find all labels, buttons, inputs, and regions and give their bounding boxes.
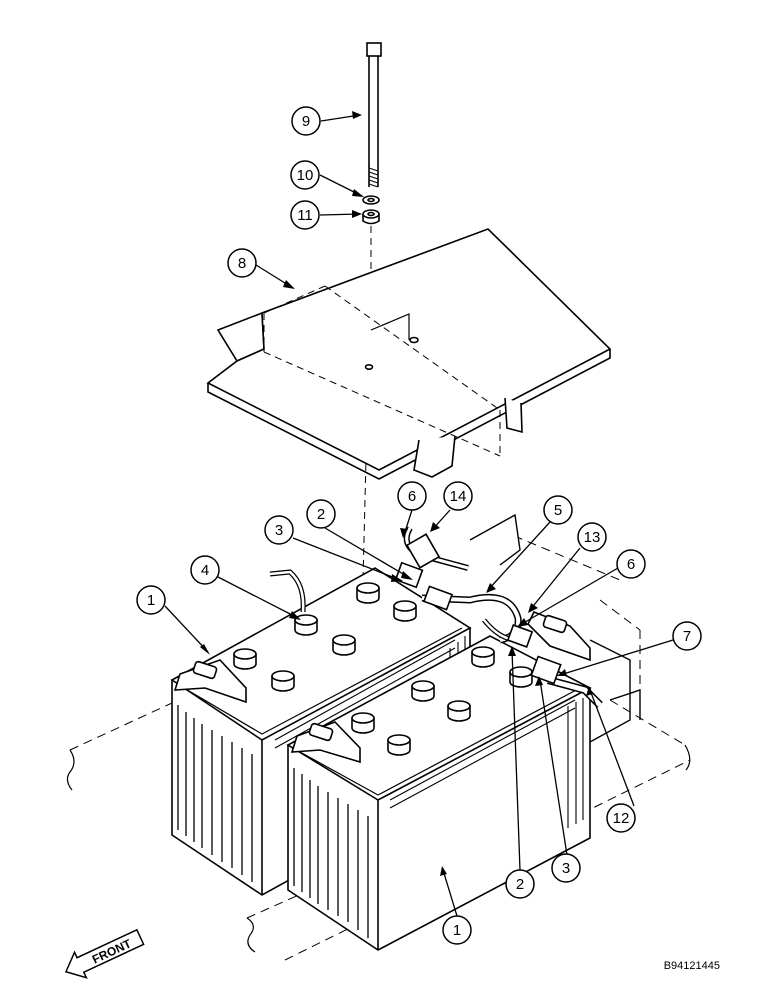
callout-number: 1 <box>453 922 461 939</box>
callout-number: 3 <box>562 860 570 877</box>
callout-number: 8 <box>238 255 246 272</box>
callout-circle <box>443 481 473 511</box>
callout-circle <box>290 200 320 230</box>
front-arrow: FRONT <box>64 928 145 979</box>
tray-edge-squiggles <box>66 744 691 953</box>
callout-number: 10 <box>297 167 314 184</box>
callout-circle <box>190 555 220 585</box>
battery-cables <box>394 526 603 708</box>
callouts <box>136 106 702 945</box>
callout-circle <box>505 869 535 899</box>
callout-circle <box>551 853 581 883</box>
callout-number: 4 <box>201 562 209 579</box>
callout-circle <box>291 106 321 136</box>
callout-number: 12 <box>613 810 630 827</box>
callout-circle <box>672 621 702 651</box>
callout-circle <box>227 248 257 278</box>
leader-arrowheads <box>200 111 593 876</box>
hold-down-plate <box>206 228 612 480</box>
callout-number: 6 <box>627 556 635 573</box>
callout-number: 2 <box>516 876 524 893</box>
callout-circle <box>606 803 636 833</box>
callout-circle <box>577 522 607 552</box>
callout-number: 7 <box>683 628 691 645</box>
callout-circle <box>136 585 166 615</box>
callout-number: 1 <box>147 592 155 609</box>
callout-number: 9 <box>302 113 310 130</box>
callout-circle <box>397 481 427 511</box>
callout-circle <box>290 160 320 190</box>
battery-base-block <box>469 513 641 743</box>
battery-right-caps <box>351 646 533 756</box>
battery-right <box>286 610 592 951</box>
callout-number: 5 <box>554 502 562 519</box>
front-arrow-icon <box>64 928 145 979</box>
callout-number: 3 <box>275 522 283 539</box>
callout-circle <box>442 915 472 945</box>
callout-circle <box>264 515 294 545</box>
callout-circle <box>616 549 646 579</box>
drawing-reference-code: B94121445 <box>663 960 720 972</box>
callout-circle <box>543 495 573 525</box>
callout-numbers: 9 10 11 8 6 14 2 5 3 13 4 6 1 7 12 2 3 1 <box>147 113 691 939</box>
callout-number: 13 <box>584 529 601 546</box>
callout-number: 14 <box>450 488 467 505</box>
bolt-assembly <box>362 42 382 225</box>
callout-number: 11 <box>297 207 313 224</box>
callout-number: 6 <box>408 488 416 505</box>
callout-circle <box>306 499 336 529</box>
callout-number: 2 <box>317 506 325 523</box>
battery-left-caps <box>233 582 417 692</box>
